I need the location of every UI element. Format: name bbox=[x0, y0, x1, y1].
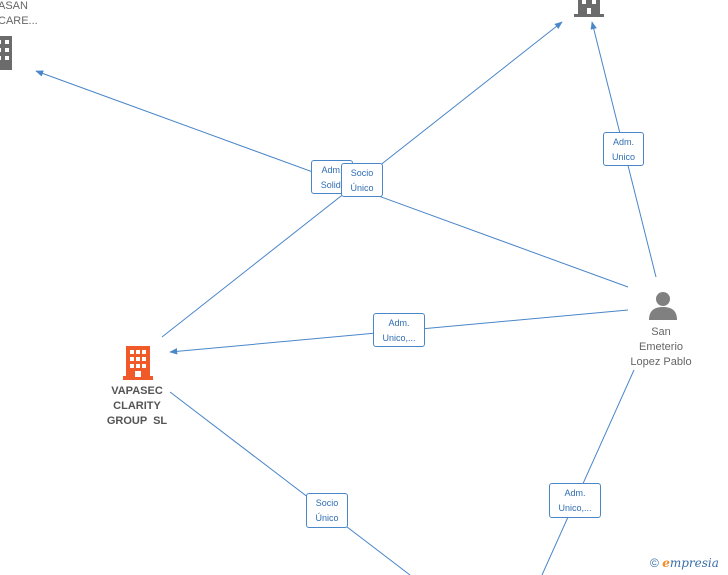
edge-label-adm-solid-l2: Solid. bbox=[320, 180, 344, 190]
edge-label-socio-unico-top[interactable]: Socio Único bbox=[341, 163, 383, 197]
edge-label-socio-unico-bottom-l1: Socio bbox=[315, 498, 339, 508]
edge-label-adm-unico-vapasec-l1: Adm. bbox=[388, 318, 410, 328]
brand-rest: mpresia bbox=[669, 556, 719, 570]
vapasec-company-label[interactable]: VAPASEC CLARITY GROUP SL bbox=[96, 384, 178, 429]
edge-label-adm-unico-bottom-l1: Adm. bbox=[564, 488, 586, 498]
edge-label-socio-unico-bottom-l2: Único bbox=[315, 513, 339, 523]
edge-vapasec-to-bottom bbox=[169, 391, 411, 575]
person-line2: Emeterio bbox=[638, 341, 684, 353]
edge-label-socio-unico-top-l2: Único bbox=[350, 183, 374, 193]
edge-label-adm-unico-top-right-l1: Adm. bbox=[612, 137, 634, 147]
copyright-icon: © bbox=[650, 556, 659, 570]
edge-label-adm-unico-bottom[interactable]: Adm. Unico,... bbox=[549, 483, 601, 518]
top-left-company-label[interactable]: ASAN CARE... bbox=[0, 0, 38, 29]
company-building-icon-top[interactable] bbox=[574, 0, 604, 18]
person-line3: Lopez Pablo bbox=[630, 356, 692, 368]
empresia-logo: © empresia bbox=[650, 556, 719, 570]
edge-label-socio-unico-bottom[interactable]: Socio Único bbox=[306, 493, 348, 528]
person-line1: San bbox=[651, 326, 671, 338]
edge-label-adm-unico-vapasec-l2: Unico,... bbox=[382, 333, 416, 343]
company-building-icon[interactable] bbox=[0, 36, 14, 70]
edge-label-adm-unico-top-right[interactable]: Adm. Unico bbox=[603, 132, 644, 166]
vapasec-line1: VAPASEC bbox=[111, 385, 163, 397]
brand-e: e bbox=[662, 556, 670, 570]
top-left-company-line1: ASAN bbox=[0, 0, 28, 12]
vapasec-line3: GROUP SL bbox=[106, 415, 168, 427]
edge-label-adm-unico-top-right-l2: Unico bbox=[611, 152, 635, 162]
edge-label-adm-unico-bottom-l2: Unico,... bbox=[558, 503, 592, 513]
edge-label-adm-unico-vapasec[interactable]: Adm. Unico,... bbox=[373, 313, 425, 347]
edge-label-adm-solid-l1: Adm. bbox=[321, 165, 343, 175]
person-label[interactable]: San Emeterio Lopez Pablo bbox=[616, 325, 706, 370]
top-left-company-line2: CARE... bbox=[0, 15, 38, 27]
person-icon[interactable] bbox=[648, 290, 678, 320]
vapasec-line2: CLARITY bbox=[113, 400, 161, 412]
edge-label-socio-unico-top-l1: Socio bbox=[350, 168, 374, 178]
vapasec-building-icon[interactable] bbox=[123, 346, 153, 380]
edge-person-to-bottom bbox=[541, 369, 635, 575]
